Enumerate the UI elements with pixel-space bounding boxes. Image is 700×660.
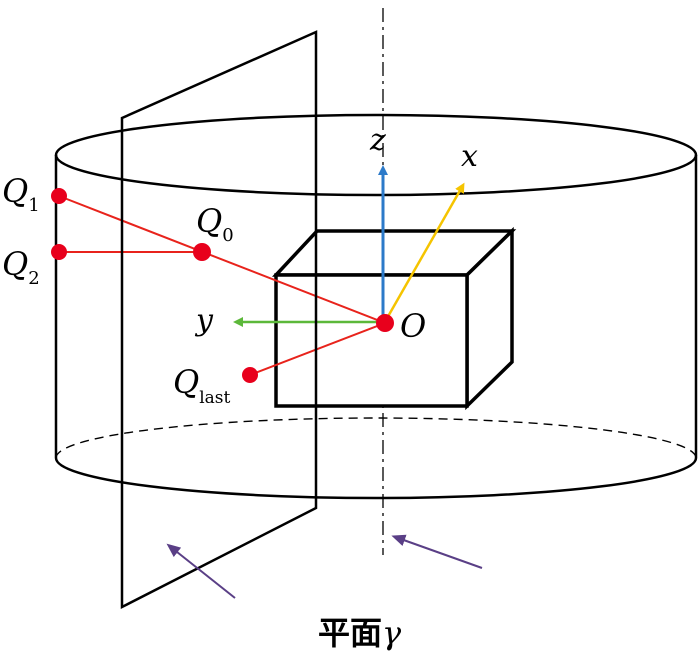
ray-q1-to-origin xyxy=(58,195,386,324)
point-q0 xyxy=(193,243,211,261)
label-qlast: Qlast xyxy=(173,363,231,408)
plane-gamma xyxy=(120,30,318,610)
axis-label-y: y xyxy=(194,303,214,338)
point-origin xyxy=(376,314,394,332)
points xyxy=(51,188,394,383)
cylinder-bottom-back-arc xyxy=(55,417,697,459)
cylinder xyxy=(54,113,698,500)
pointer-arrow-right xyxy=(391,534,483,569)
point-qlast xyxy=(242,367,258,383)
label-q0: Q0 xyxy=(196,202,234,246)
ray-origin-to-qlast xyxy=(249,322,386,376)
plane-label: 平面γ xyxy=(318,614,402,652)
axis-label-z: z xyxy=(369,123,386,158)
point-q2 xyxy=(51,244,67,260)
point-q1 xyxy=(51,188,67,204)
object-box xyxy=(271,226,517,411)
rays xyxy=(58,195,386,376)
label-q1: Q1 xyxy=(2,172,40,216)
box-front-face xyxy=(274,273,469,408)
pointer-arrow-left xyxy=(166,543,236,599)
axis-label-x: x xyxy=(461,139,478,174)
label-q2: Q2 xyxy=(2,245,40,289)
cylinder-bottom-front-arc xyxy=(54,457,698,500)
x-axis-arrow xyxy=(384,182,465,321)
origin-label: O xyxy=(400,307,426,345)
